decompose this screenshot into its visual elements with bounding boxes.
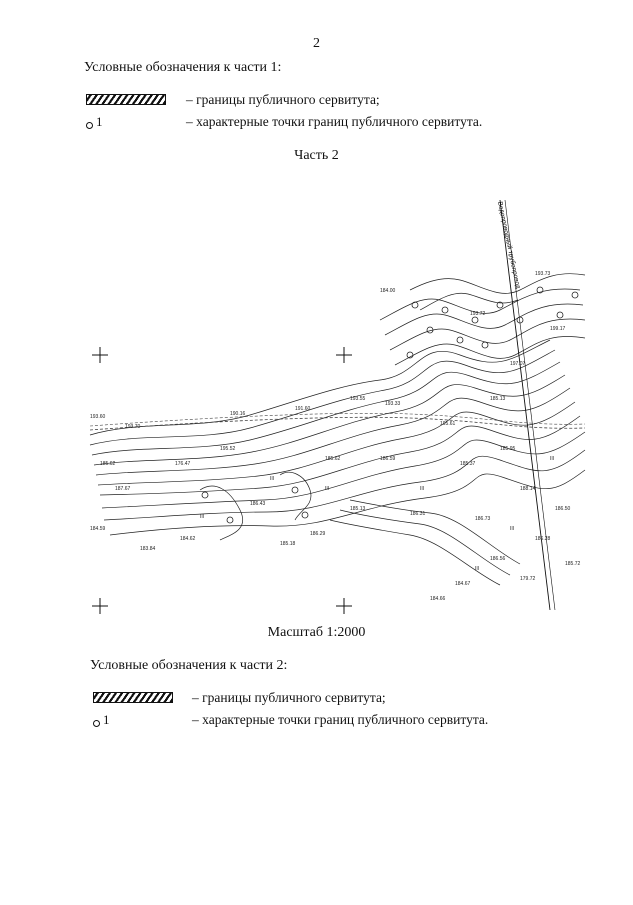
elevation-label: 186.31 <box>410 511 426 517</box>
point-circle-icon <box>86 122 93 129</box>
point-number-label: 1 <box>103 712 110 727</box>
elevation-label: 193.60 <box>90 414 106 420</box>
elevation-label: 186.59 <box>380 456 396 462</box>
elevation-label: 190.16 <box>230 411 246 417</box>
elevation-label: 184.62 <box>180 536 196 542</box>
elevation-label: 186.29 <box>310 531 326 537</box>
elevation-label: 185.37 <box>460 461 476 467</box>
marker-label: III <box>510 526 514 532</box>
elevation-labels: 193.60 193.70 190.16 176.47 191.60 193.5… <box>90 271 581 602</box>
elevation-label: 185.13 <box>350 506 366 512</box>
legend-part2-boundary-text: – границы публичного сервитута; <box>192 690 386 705</box>
slope-markers: III III III III III III III <box>200 456 554 572</box>
marker-label: III <box>270 476 274 482</box>
elevation-label: 179.72 <box>520 576 536 582</box>
elevation-label: 186.28 <box>535 536 551 542</box>
point-number-label: 1 <box>96 114 103 129</box>
map-scale: Масштаб 1:2000 <box>267 625 366 640</box>
elevation-label: 197.07 <box>510 361 526 367</box>
elevation-label: 183.84 <box>140 546 156 552</box>
legend-part1-title: Условные обозначения к части 1: <box>84 60 282 75</box>
pipeline-line <box>499 199 551 611</box>
elevation-label: 193.73 <box>535 271 551 277</box>
tree-symbols <box>201 286 579 524</box>
elevation-label: 186.43 <box>250 501 266 507</box>
elevation-label: 186.56 <box>490 556 506 562</box>
legend-part1-boundary-text: – границы публичного сервитута; <box>186 92 380 107</box>
elevation-label: 185.18 <box>280 541 296 547</box>
elevation-label: 199.17 <box>550 326 566 332</box>
elevation-label: 188.14 <box>520 486 536 492</box>
elevation-label: 185.72 <box>565 561 581 567</box>
elevation-label: 191.60 <box>295 406 311 412</box>
elevation-label: 193.72 <box>470 311 486 317</box>
point-circle-icon <box>93 720 100 727</box>
boundary-hatch-symbol <box>93 692 173 703</box>
legend-part1-points-text: – характерные точки границ публичного се… <box>186 114 483 129</box>
elevation-label: 195.52 <box>220 446 236 452</box>
elevation-label: 193.55 <box>350 396 366 402</box>
pipeline-line-2 <box>504 199 556 611</box>
legend-part2-points-text: – характерные точки границ публичного се… <box>192 712 489 727</box>
elevation-label: 185.13 <box>490 396 506 402</box>
marker-label: III <box>550 456 554 462</box>
marker-label: III <box>420 486 424 492</box>
elevation-label: 185.95 <box>500 446 516 452</box>
road-line <box>89 416 586 431</box>
characteristic-point-symbol: 1 <box>86 114 103 130</box>
elevation-label: 184.67 <box>455 581 471 587</box>
elevation-label: 184.59 <box>90 526 106 532</box>
elevation-label: 186.73 <box>475 516 491 522</box>
boundary-hatch-symbol <box>86 94 166 105</box>
page-number: 2 <box>313 36 320 51</box>
legend-part2-title: Условные обозначения к части 2: <box>90 658 288 673</box>
marker-label: III <box>200 514 204 520</box>
part2-title: Часть 2 <box>294 148 339 163</box>
marker-label: III <box>325 486 329 492</box>
elevation-label: 187.67 <box>115 486 131 492</box>
elevation-label: 193.70 <box>125 424 141 430</box>
grid-crosses <box>92 347 352 614</box>
elevation-label: 184.00 <box>380 288 396 294</box>
elevation-label: 186.50 <box>555 506 571 512</box>
elevation-label: 185.62 <box>100 461 116 467</box>
marker-label: III <box>475 566 479 572</box>
elevation-label: 193.33 <box>385 401 401 407</box>
topographic-map: Водопроводный трубопровод 193.60 193.70 … <box>89 199 586 614</box>
characteristic-point-symbol: 1 <box>93 712 110 728</box>
contour-lines <box>89 273 586 586</box>
elevation-label: 185.62 <box>325 456 341 462</box>
elevation-label: 195.61 <box>440 421 456 427</box>
road-edge-line <box>89 412 586 427</box>
elevation-label: 184.66 <box>430 596 446 602</box>
elevation-label: 176.47 <box>175 461 191 467</box>
